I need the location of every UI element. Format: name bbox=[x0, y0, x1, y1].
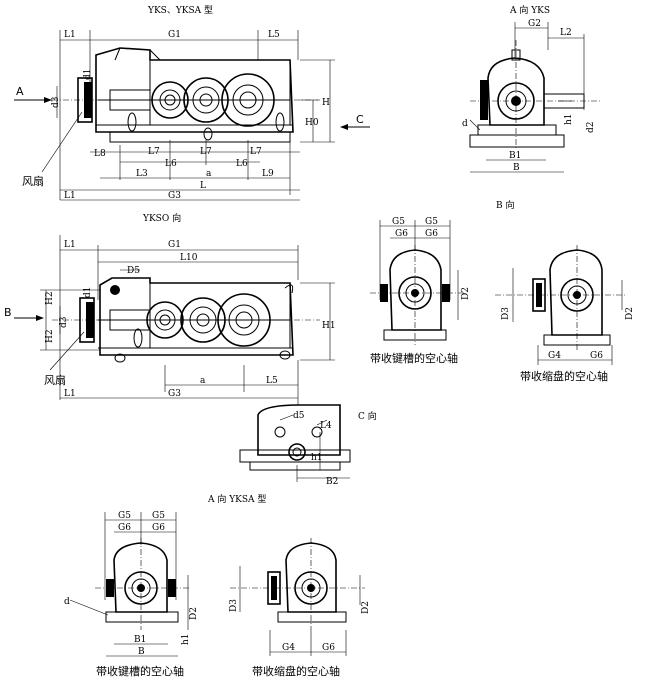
dim-L1-ykso-bottom: L1 bbox=[64, 389, 76, 399]
dim-L8: L8 bbox=[94, 149, 106, 159]
caption-keyed-yksa: 带收键槽的空心轴 bbox=[96, 664, 184, 678]
fan-label-top: 风扇 bbox=[22, 174, 44, 188]
dim-G3: G3 bbox=[168, 191, 181, 201]
dim-G4-yksa: G4 bbox=[282, 643, 295, 653]
caption-a-view-yks: A 向 YKS bbox=[509, 4, 550, 16]
dim-d-yksa: d bbox=[64, 597, 70, 607]
dim-H1: H1 bbox=[322, 321, 336, 331]
dim-G6-yksa: G6 bbox=[322, 643, 335, 653]
dim-L7-b: L7 bbox=[200, 147, 212, 157]
dim-G6-yksa-right: G6 bbox=[152, 523, 165, 533]
dim-G6-b-left: G6 bbox=[395, 229, 408, 239]
dim-G5-yksa-left: G5 bbox=[118, 511, 131, 521]
dim-L9: L9 bbox=[262, 169, 274, 179]
dim-G4-b: G4 bbox=[548, 351, 561, 361]
dim-d1-ykso: d1 bbox=[83, 287, 93, 299]
dim-L10: L10 bbox=[180, 253, 198, 263]
b-view-shrink-disc: D3 D2 G4 G6 带收缩盘的空心轴 bbox=[495, 245, 635, 383]
dim-B1-yksa: B1 bbox=[134, 635, 146, 645]
a-view-yksa-shrink-disc: D3 D2 G4 G6 带收缩盘的空心轴 bbox=[229, 538, 371, 678]
dim-G6-b-right: G6 bbox=[425, 229, 438, 239]
dim-h1-c: h1 bbox=[311, 453, 323, 463]
dim-D2-yksa2: D2 bbox=[361, 601, 371, 614]
dim-D5: D5 bbox=[127, 266, 140, 276]
caption-shrink-yksa: 带收缩盘的空心轴 bbox=[252, 664, 340, 678]
caption-c-view: C 向 bbox=[358, 410, 377, 422]
dim-L1-bottom: L1 bbox=[64, 191, 76, 201]
dim-L2: L2 bbox=[560, 28, 572, 38]
dim-B1-a: B1 bbox=[509, 151, 521, 161]
dim-d3-front: d3 bbox=[51, 96, 61, 108]
caption-shrink-b: 带收缩盘的空心轴 bbox=[520, 369, 608, 383]
caption-b-view: B 向 bbox=[496, 199, 514, 211]
dim-L5-ykso: L5 bbox=[266, 376, 278, 386]
fan-label-ykso: 风扇 bbox=[44, 373, 66, 387]
dim-D2-b2: D2 bbox=[625, 307, 635, 320]
dim-G5-b-right: G5 bbox=[425, 217, 438, 227]
dim-h1-a: h1 bbox=[564, 113, 574, 125]
b-view-keyed: B 向 G5 G5 G6 G6 D2 带收键槽的空心轴 bbox=[370, 199, 514, 365]
dim-L4-c: L4 bbox=[320, 421, 332, 431]
dim-d2-a: d2 bbox=[586, 122, 596, 134]
dim-L6-b: L6 bbox=[236, 159, 248, 169]
dim-G1-ykso: G1 bbox=[168, 240, 181, 250]
dim-L5-top: L5 bbox=[268, 30, 280, 40]
arrow-c-label: C bbox=[356, 113, 364, 126]
dim-d3-ykso: d3 bbox=[59, 316, 69, 328]
dim-L1-ykso-top: L1 bbox=[64, 240, 76, 250]
dim-H0: H0 bbox=[305, 118, 319, 128]
dim-L6-a: L6 bbox=[165, 159, 177, 169]
dim-L7-c: L7 bbox=[250, 147, 262, 157]
front-view-yks: YKS、YKSA 型 L1 G1 L5 d3 d1 A bbox=[14, 5, 370, 201]
dim-D2-yksa: D2 bbox=[189, 607, 199, 620]
dim-L1-top: L1 bbox=[64, 30, 76, 40]
dim-G5-b-left: G5 bbox=[392, 217, 405, 227]
dim-D3-b: D3 bbox=[501, 307, 511, 320]
dim-H2-top: H2 bbox=[45, 291, 55, 305]
dim-B-a: B bbox=[513, 163, 520, 173]
dim-G3-ykso: G3 bbox=[168, 389, 181, 399]
caption-keyed-b: 带收键槽的空心轴 bbox=[370, 351, 458, 365]
dim-d1-front: d1 bbox=[83, 69, 93, 81]
dim-G5-yksa-right: G5 bbox=[152, 511, 165, 521]
dim-d5-c: d5 bbox=[293, 411, 305, 421]
dim-H2-bottom: H2 bbox=[45, 329, 55, 343]
dim-D2-b: D2 bbox=[461, 287, 471, 300]
a-view-yks: A 向 YKS G2 L2 h1 d2 d B1 B bbox=[462, 4, 600, 173]
dim-D3-yksa: D3 bbox=[229, 599, 239, 612]
dim-G6-b: G6 bbox=[590, 351, 603, 361]
dim-G1-top: G1 bbox=[168, 30, 181, 40]
dim-L3: L3 bbox=[136, 169, 148, 179]
dim-G6-yksa-left: G6 bbox=[118, 523, 131, 533]
c-view: C 向 d5 L4 h1 B2 bbox=[239, 404, 377, 487]
dim-B2-c: B2 bbox=[326, 477, 338, 487]
caption-a-view-yksa: A 向 YKSA 型 bbox=[207, 493, 266, 505]
ykso-view: YKSO 向 L1 G1 L10 D5 H2 H2 d3 d1 bbox=[4, 212, 336, 405]
dim-a-ykso: a bbox=[200, 376, 206, 386]
arrow-b-label: B bbox=[4, 306, 12, 319]
dim-L: L bbox=[200, 181, 206, 191]
dim-h1-yksa: h1 bbox=[181, 633, 191, 645]
dim-d-a: d bbox=[462, 119, 468, 129]
dim-B-yksa: B bbox=[138, 647, 145, 657]
dim-L7-a: L7 bbox=[148, 147, 160, 157]
caption-ykso: YKSO 向 bbox=[142, 212, 181, 224]
arrow-a-label: A bbox=[16, 85, 24, 98]
a-view-yksa-keyed: A 向 YKSA 型 G5 G5 G6 G6 d D2 h1 B1 B 带收键槽… bbox=[64, 493, 266, 678]
title-yks-yksa: YKS、YKSA 型 bbox=[147, 5, 213, 16]
dim-G2: G2 bbox=[528, 19, 541, 29]
dim-a-front: a bbox=[206, 169, 212, 179]
dim-H: H bbox=[322, 98, 330, 108]
